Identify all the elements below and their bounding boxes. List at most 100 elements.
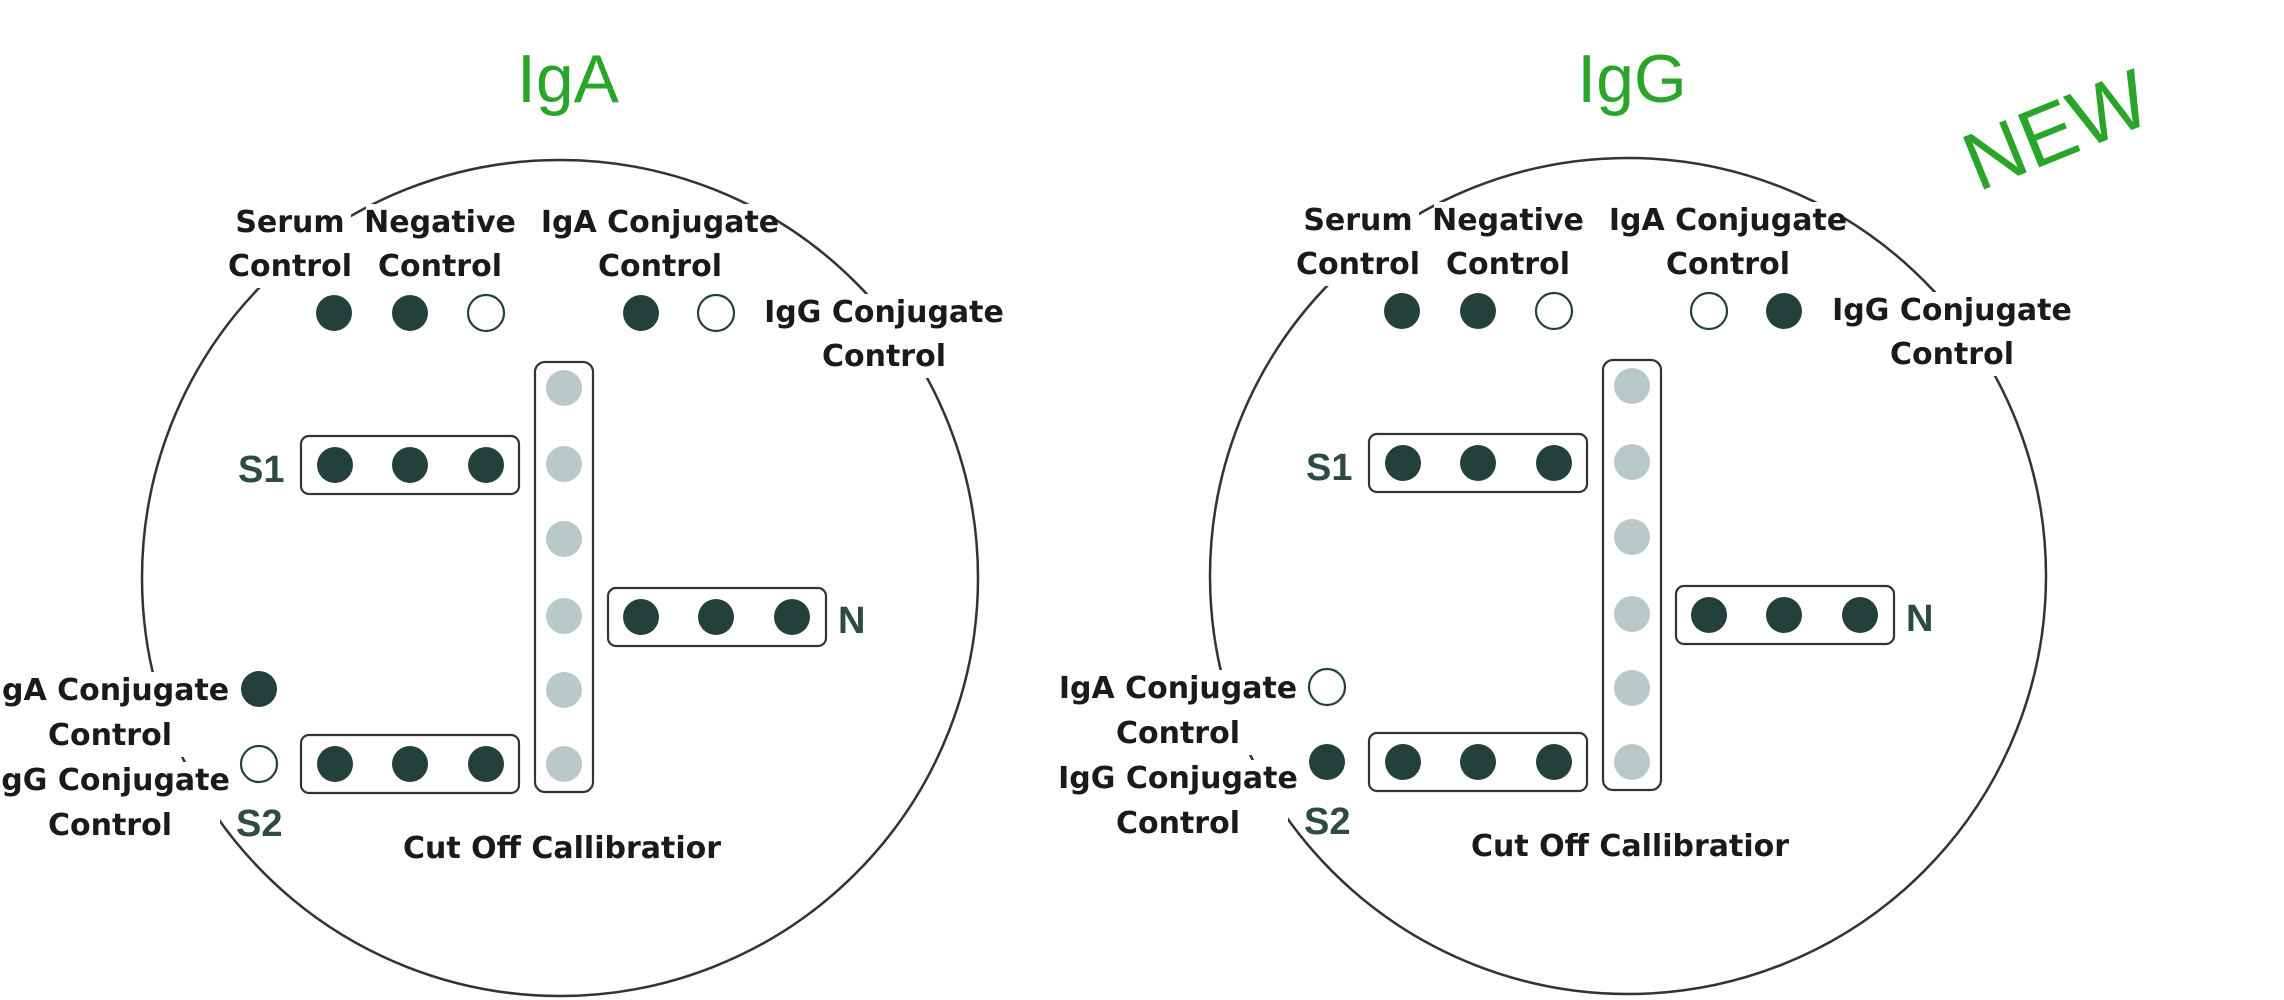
well-s1 (1385, 445, 1421, 481)
label-line: Serum (235, 205, 344, 240)
well-top-row (392, 295, 428, 331)
label-mask (1613, 202, 1843, 286)
label-line: IgA Conjugate (541, 205, 779, 240)
label-line: IgG Conjugate (1058, 761, 1298, 796)
well-top-row (1460, 293, 1496, 329)
s2-box (1367, 731, 1589, 793)
well-n (1766, 597, 1802, 633)
label-cut-off: Cut Off Callibratior (403, 831, 721, 866)
well-top-row (623, 295, 659, 331)
label-line: Control (1296, 247, 1420, 282)
plate-outline (1208, 156, 2048, 996)
sample-tag-n: N (838, 600, 865, 642)
label-mask (366, 204, 514, 288)
sample-tag-s2: S2 (1304, 801, 1350, 843)
well-s2 (392, 746, 428, 782)
label-line: Control (1116, 806, 1240, 841)
well-calibrator (546, 446, 582, 482)
plate-outline (140, 158, 980, 998)
well-s2 (468, 746, 504, 782)
well-top-row (466, 293, 506, 333)
well-calibrator (1614, 744, 1650, 780)
well-calibrator (1614, 596, 1650, 632)
well-s2 (317, 746, 353, 782)
well-top-row (1766, 293, 1802, 329)
well-n (698, 599, 734, 635)
sample-tag-s2: S2 (236, 803, 282, 845)
label-line: Control (1890, 337, 2014, 372)
label-line: Control (822, 339, 946, 374)
well-calibrator (1614, 368, 1650, 404)
label-mask (0, 762, 220, 847)
n-box (606, 586, 828, 648)
label-line: Control (598, 249, 722, 284)
well-calibrator (1614, 519, 1650, 555)
label-line: Control (1446, 247, 1570, 282)
well-n (774, 599, 810, 635)
label-line: Control (48, 718, 172, 753)
label-mask (1297, 202, 1419, 286)
new-badge: NEW (1951, 52, 2163, 208)
calibrator-box (533, 360, 595, 794)
label-line: Serum (1303, 203, 1412, 238)
sample-tag-s1: S1 (238, 449, 284, 491)
label-line: Control (1116, 716, 1240, 751)
well-calibrator (1614, 670, 1650, 706)
panel-title: IgG (1577, 41, 1687, 117)
well-n (1842, 597, 1878, 633)
well-top-row (316, 295, 352, 331)
well-s2 (1385, 744, 1421, 780)
label-mask (769, 294, 999, 378)
well-s2 (1536, 744, 1572, 780)
well-calibrator (546, 521, 582, 557)
well-side-iga-conjugate (241, 671, 277, 707)
well-s1 (468, 447, 504, 483)
s1-box (1367, 432, 1589, 494)
s1-box (299, 434, 521, 496)
well-s1 (317, 447, 353, 483)
well-n (1691, 597, 1727, 633)
well-s2 (1460, 744, 1496, 780)
label-line: IgA Conjugate (0, 673, 229, 708)
label-mask (545, 204, 775, 288)
label-mask (1434, 202, 1582, 286)
label-line: IgA Conjugate (1059, 671, 1297, 706)
well-calibrator (546, 598, 582, 634)
n-box (1674, 584, 1896, 646)
well-side-igg-conjugate (239, 744, 279, 784)
well-calibrator (546, 746, 582, 782)
label-line: IgG Conjugate (0, 763, 230, 798)
calibrator-box (1601, 358, 1663, 792)
label-mask (229, 204, 351, 288)
sample-tag-s1: S1 (1306, 447, 1352, 489)
label-line: IgG Conjugate (1832, 293, 2072, 328)
well-s1 (392, 447, 428, 483)
well-side-iga-conjugate (1307, 667, 1347, 707)
well-top-row (696, 293, 736, 333)
label-line: Control (1666, 247, 1790, 282)
well-n (623, 599, 659, 635)
label-line: IgA Conjugate (1609, 203, 1847, 238)
label-line: Control (378, 249, 502, 284)
panel-title: IgA (517, 41, 620, 117)
well-top-row (1534, 291, 1574, 331)
well-calibrator (546, 672, 582, 708)
well-calibrator (546, 370, 582, 406)
well-s1 (1460, 445, 1496, 481)
well-side-igg-conjugate (1309, 744, 1345, 780)
label-line: IgG Conjugate (764, 295, 1004, 330)
